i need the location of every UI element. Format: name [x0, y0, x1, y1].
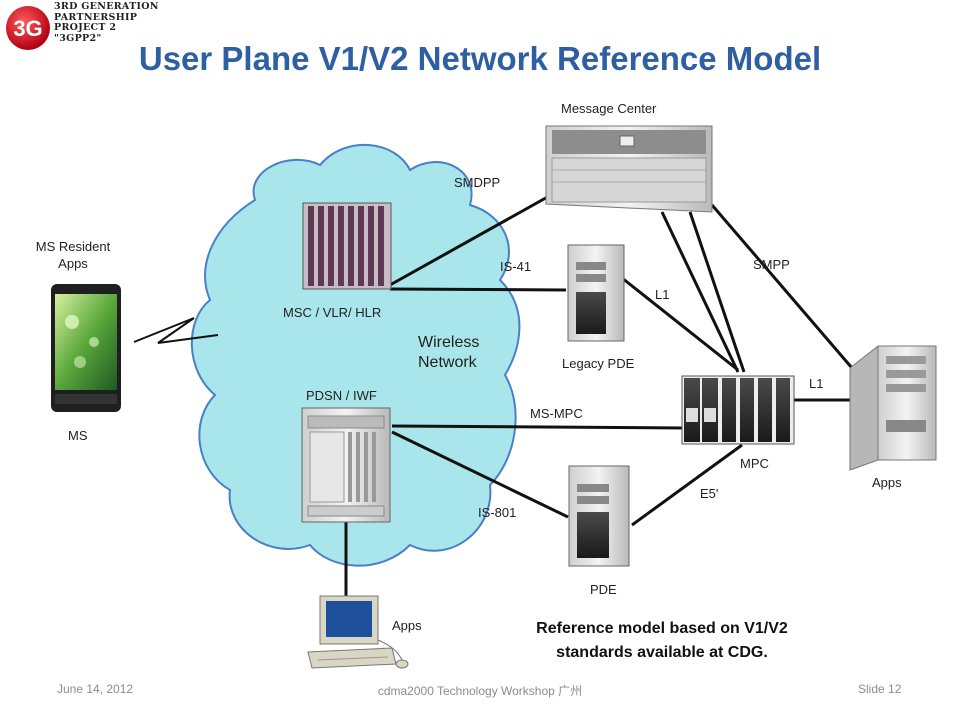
pde-label: PDE	[590, 582, 617, 597]
link-ms-mpc	[391, 424, 685, 430]
apps-right-label: Apps	[872, 475, 902, 490]
link-l1-legacy-mpc	[621, 276, 739, 372]
caption: Reference model based on V1/V2 standards…	[536, 620, 788, 661]
link-label-l1-right: L1	[809, 376, 824, 391]
footer-event: cdma2000 Technology Workshop 广州	[377, 684, 583, 698]
link-is801	[391, 430, 569, 519]
connection-lines	[344, 188, 860, 600]
link-smdpp	[389, 188, 561, 287]
link-label-ms-mpc: MS-MPC	[530, 406, 583, 421]
link-label-smdpp: SMDPP	[454, 175, 501, 190]
3gpp2-logo-icon: 3G	[6, 6, 50, 50]
logo-text: 3RD GENERATION PARTNERSHIP PROJECT 2 "3G…	[54, 1, 159, 44]
desktop-computer-icon	[307, 595, 409, 669]
pdsn-label: PDSN / IWF	[306, 388, 377, 403]
link-smpp	[710, 204, 860, 376]
logo-line: PARTNERSHIP	[54, 11, 138, 23]
link-mc-mpc-a	[660, 211, 740, 373]
link-is41	[389, 287, 567, 292]
logo-mark: 3G	[13, 16, 42, 41]
link-e5	[631, 443, 743, 527]
logo-line: PROJECT 2	[54, 22, 117, 33]
message-center-icon	[545, 125, 713, 213]
msc-rack-icon	[302, 202, 392, 290]
radio-link-icon	[133, 317, 219, 344]
link-label-is41: IS-41	[500, 259, 532, 274]
message-center-label: Message Center	[561, 101, 657, 116]
link-label-smpp: SMPP	[753, 257, 790, 272]
ms-resident-apps-label: MS Resident Apps	[35, 239, 111, 271]
link-label-l1-top: L1	[655, 287, 670, 302]
page-title: User Plane V1/V2 Network Reference Model	[138, 40, 822, 77]
mpc-server-icon	[681, 375, 795, 445]
link-label-is801: IS-801	[478, 505, 517, 520]
footer-slide-number: Slide 12	[858, 682, 902, 696]
msc-label: MSC / VLR/ HLR	[283, 305, 382, 320]
apps-server-icon	[849, 345, 937, 471]
apps-bottom-label: Apps	[392, 618, 422, 633]
wireless-network-label: Wireless Network	[418, 334, 480, 371]
link-label-e5: E5'	[700, 486, 719, 501]
logo-line: "3GPP2"	[54, 32, 102, 44]
legacy-pde-label: Legacy PDE	[562, 356, 635, 371]
pde-server-icon	[568, 465, 630, 567]
link-mc-mpc-b	[688, 211, 746, 373]
handset-icon	[51, 284, 121, 412]
footer-date: June 14, 2012	[57, 682, 134, 696]
pdsn-rack-icon	[301, 407, 391, 523]
logo-line: 3RD GENERATION	[54, 1, 159, 12]
legacy-pde-server-icon	[567, 244, 625, 342]
ms-label: MS	[68, 428, 88, 443]
mpc-label: MPC	[740, 456, 769, 471]
wireless-network-cloud	[190, 144, 521, 567]
